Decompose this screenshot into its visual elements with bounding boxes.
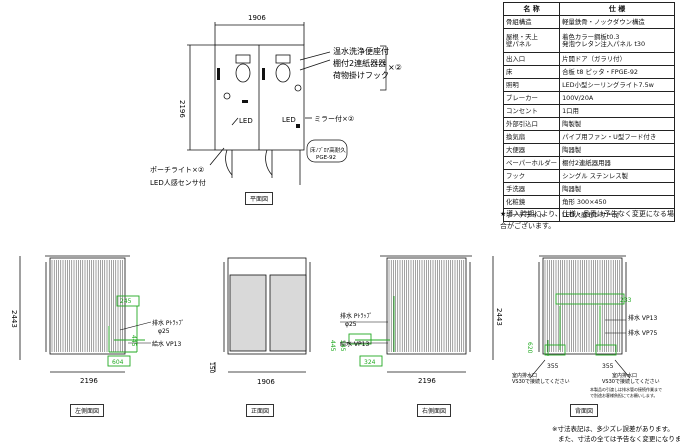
plan-note-1: 温水洗浄便座付 (333, 46, 389, 56)
back-left-note-2: VS30で接続してください (512, 378, 570, 385)
left-dim-604: 604 (112, 359, 124, 366)
notice-text: ★導入時期により、仕様・品番は予告なく変更になる場合がございます。 (500, 210, 674, 230)
left-drain-1: 排水 Pﾄﾗｯﾌﾟ (152, 319, 185, 327)
back-left-note-1: 室内排水口 (512, 372, 537, 379)
back-dim-355-left: 355 (547, 363, 559, 370)
left-width-dim: 2196 (80, 377, 98, 385)
spec-table: 名 称 仕 様 骨組構造軽量鉄骨・ノックダウン構造屋根・天上壁パネル着色カラー鋼… (502, 2, 675, 222)
spec-row: 床合板 t8 ピッタ・FPGE-92 (502, 65, 675, 79)
footnote-1: ※寸法表記は、多少ズレ誤差があります。 (552, 424, 674, 433)
plan-porch-note-1: ポーチライト×② (150, 166, 204, 174)
back-dim-355-right: 355 (602, 363, 614, 370)
back-dim-620: 620 (526, 342, 533, 354)
plan-note-2: 棚付2連紙器器 (333, 58, 386, 68)
back-tiny-note-2: で別途お客様負担にてお願いします。 (590, 392, 657, 398)
spec-name-cell: ペーパーホルダー (502, 156, 561, 170)
left-drain-2: 給水 VP13 (152, 340, 181, 348)
left-dim-445: 445 (130, 335, 137, 347)
plan-note-mult: ×② (388, 63, 402, 72)
spec-row: 手洗器陶器製 (502, 182, 675, 196)
back-tiny-note-1: 本製品の引渡しは排水管の接続作業まで (590, 386, 662, 392)
plan-led-label-2: LED (282, 116, 296, 124)
plan-outline (214, 44, 305, 151)
spec-row: 大便器陶器製 (502, 143, 675, 157)
left-caption: 左側面図 (70, 404, 105, 417)
spec-name-cell: 屋根・天上壁パネル (502, 28, 561, 53)
right-dim-445: 445 (329, 340, 336, 352)
right-caption: 右側面図 (417, 404, 452, 417)
right-drain-2: 給水 VP13 (340, 340, 369, 348)
spec-row: ペーパーホルダー棚付2連紙器用器 (502, 156, 675, 170)
plan-width-dim: 1906 (248, 14, 266, 22)
plan-porch-note-2: LED人感センサ付 (150, 178, 206, 187)
plan-floor-note-1: 床ﾉﾌﾞﾛｱ高耐久 (310, 146, 346, 154)
footnote-2: また、寸法の全ては予告なく変更になります。 (558, 434, 680, 443)
spec-row: 化粧鏡角形 300×450 (502, 195, 675, 209)
front-width-dim: 1906 (257, 378, 275, 386)
back-dim-233: 233 (620, 297, 632, 304)
back-drain-1: 排水 VP13 (628, 314, 657, 322)
plan-floor-note-2: PGE-92 (316, 155, 336, 161)
spec-name-cell: ポーチライト (502, 208, 561, 222)
plan-note-3: 荷物掛けフック (333, 70, 389, 80)
back-drain-2: 排水 VP75 (628, 329, 657, 337)
plan-mirror-label: ミラー付×② (314, 114, 354, 123)
right-width-dim: 2196 (418, 377, 436, 385)
front-side-dim: 150 (208, 362, 215, 374)
right-drain-1b: φ25 (345, 321, 357, 328)
back-right-note-1: 室内排水口 (612, 372, 637, 379)
back-caption: 背面図 (570, 404, 599, 417)
front-caption: 正面図 (246, 404, 275, 417)
right-dim-324: 324 (364, 359, 376, 366)
left-height-dim: 2443 (10, 310, 18, 328)
right-height-dim: 2443 (495, 308, 503, 326)
right-drain-1: 排水 Pﾄﾗｯﾌﾟ (340, 312, 373, 320)
back-right-note-2: VS30で接続してください (602, 378, 660, 385)
left-dim-245: 245 (120, 298, 132, 305)
right-dim-245: 245 (339, 340, 346, 352)
left-drain-1b: φ25 (158, 328, 170, 335)
spec-row: 外部引込口陶製製 (502, 117, 675, 131)
spec-row: 骨組構造軽量鉄骨・ノックダウン構造 (502, 15, 675, 29)
spec-row: 出入口片開ドア（ガラリ付） (502, 52, 675, 66)
plan-depth-dim: 2196 (178, 100, 186, 118)
spec-name-cell: ブレーカー (502, 91, 561, 105)
plan-led-label-1: LED (239, 117, 253, 125)
plan-caption: 平面図 (245, 192, 274, 205)
spec-value-cell: LED人感センサー付 (559, 208, 675, 222)
